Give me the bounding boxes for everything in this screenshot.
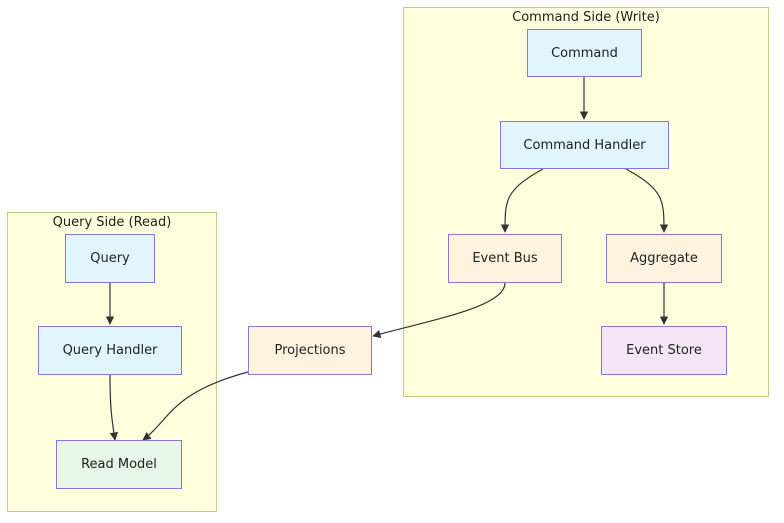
read-model-node[interactable]: Read Model — [56, 440, 182, 489]
query-side-title: Query Side (Read) — [52, 215, 172, 230]
query-handler-node[interactable]: Query Handler — [38, 326, 182, 375]
aggregate-node[interactable]: Aggregate — [606, 234, 722, 283]
command-side-title: Command Side (Write) — [512, 10, 660, 25]
query-node[interactable]: Query — [65, 234, 155, 283]
command-node[interactable]: Command — [527, 29, 642, 77]
edge-projections-to-read-model — [142, 371, 249, 441]
edge-query-handler-to-read-model — [109, 374, 119, 441]
projections-node[interactable]: Projections — [248, 326, 372, 375]
edge-command-handler-to-aggregate — [625, 168, 669, 233]
event-store-node[interactable]: Event Store — [601, 326, 727, 375]
edge-event-bus-to-projections — [372, 282, 506, 339]
edge-command-handler-to-event-bus — [500, 168, 544, 233]
event-bus-node[interactable]: Event Bus — [448, 234, 562, 283]
command-handler-node[interactable]: Command Handler — [500, 121, 669, 169]
